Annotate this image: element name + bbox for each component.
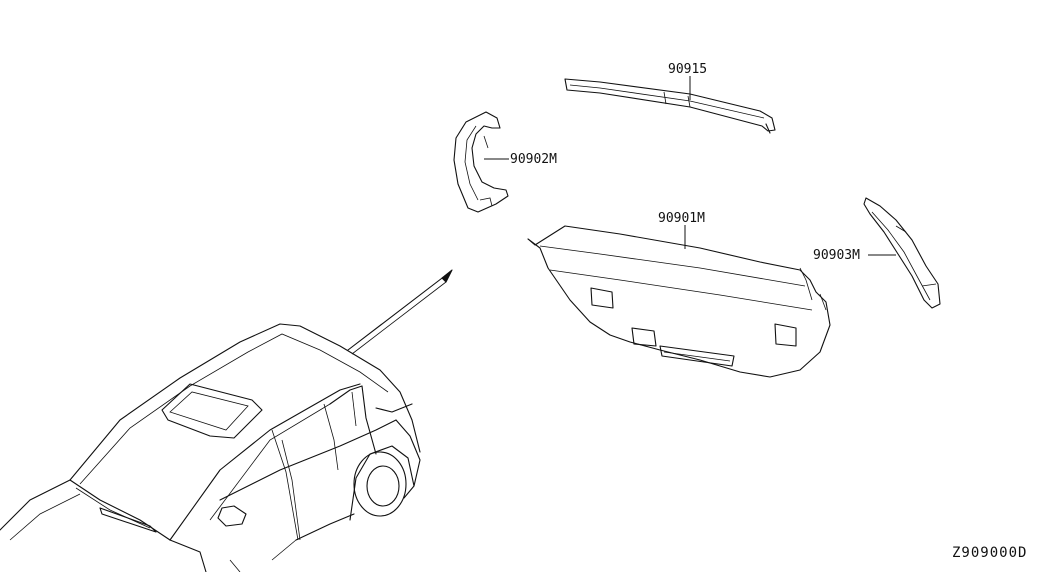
vehicle-outline (0, 323, 421, 572)
label-90903m: 90903M (813, 248, 860, 263)
label-90901m: 90901M (658, 211, 705, 226)
part-90915-upper-finisher (564, 78, 776, 134)
part-90901m-main-finisher (527, 225, 831, 378)
part-90902m-left-finisher (453, 111, 509, 213)
location-arrow (347, 269, 453, 355)
part-90903m-right-finisher (863, 197, 941, 309)
label-90915: 90915 (668, 62, 707, 77)
label-90902m: 90902M (510, 152, 557, 167)
diagram-id: Z909000D (952, 545, 1027, 561)
